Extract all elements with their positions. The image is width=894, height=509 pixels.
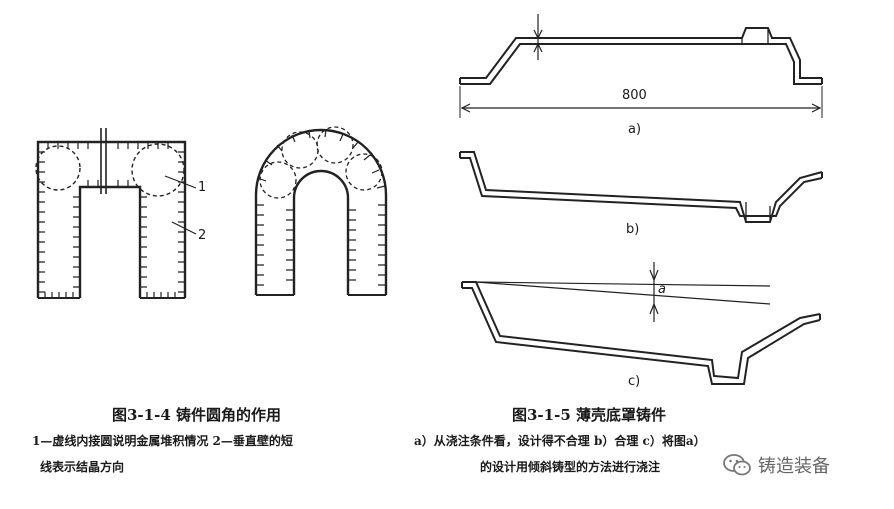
angle-label: a <box>658 282 666 297</box>
left-caption-title: 图3-1-4 铸件圆角的作用 <box>112 406 281 424</box>
right-caption-line2: 的设计用倾斜铸型的方法进行浇注 <box>480 460 661 474</box>
label-b: b) <box>626 222 640 237</box>
right-caption-title: 图3-1-5 薄壳底罩铸件 <box>512 406 666 424</box>
dimension-label: 800 <box>622 88 647 103</box>
rounded-corner-casting <box>254 126 388 296</box>
left-caption-line1: 1—虚线内接圆说明金属堆积情况 2—垂直壁的短 <box>32 434 293 448</box>
label-a: a) <box>628 122 642 137</box>
watermark-text: 铸造装备 <box>758 456 830 477</box>
watermark: 铸造装备 <box>722 452 830 478</box>
shell-casting-c <box>461 262 821 385</box>
right-caption-line1: a）从浇注条件看，设计得不合理 b）合理 c）将图a） <box>414 434 706 448</box>
callout-2: 2 <box>198 228 207 243</box>
wechat-icon <box>722 453 752 477</box>
square-corner-casting <box>35 128 197 299</box>
shell-casting-b <box>459 151 823 223</box>
label-c: c) <box>628 374 641 389</box>
left-caption-line2: 线表示结晶方向 <box>40 460 125 474</box>
shell-casting-a <box>459 14 823 118</box>
callout-1: 1 <box>198 180 207 195</box>
